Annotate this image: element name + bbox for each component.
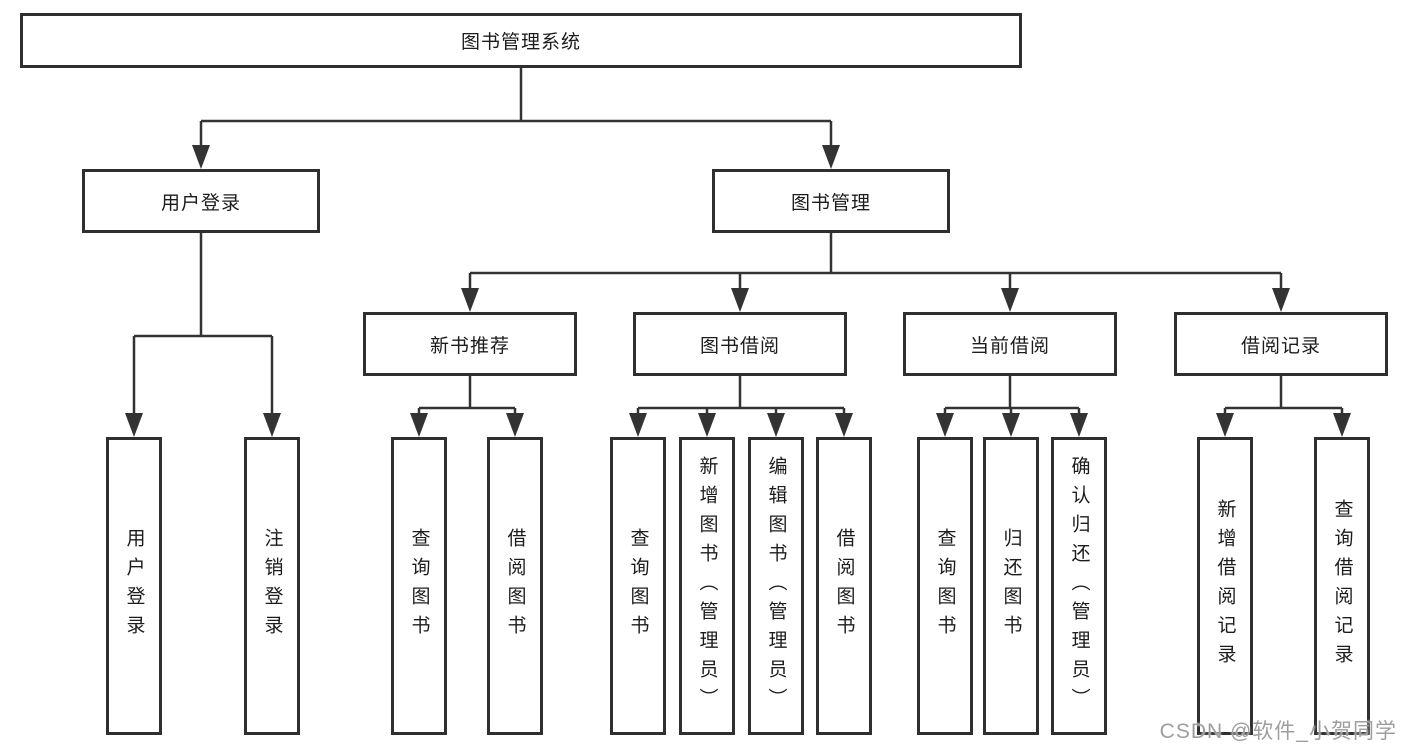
leaf-query-books-current-label: 查询图书	[934, 528, 956, 644]
leaf-add-book-admin: 新增图书（管理员）	[679, 437, 735, 735]
leaf-edit-book-admin: 编辑图书（管理员）	[748, 437, 804, 735]
node-current-borrowing: 当前借阅	[903, 312, 1117, 376]
node-library-system: 图书管理系统	[20, 13, 1022, 68]
leaf-query-books-borrowing: 查询图书	[610, 437, 666, 735]
leaf-borrow-books-recommend: 借阅图书	[487, 437, 543, 735]
leaf-add-book-admin-label: 新增图书（管理员）	[696, 455, 718, 717]
leaf-query-borrow-record: 查询借阅记录	[1314, 437, 1370, 735]
leaf-user-login-label: 用户登录	[123, 528, 145, 644]
node-book-borrowing: 图书借阅	[633, 312, 847, 376]
node-book-management: 图书管理	[712, 169, 950, 233]
leaf-borrow-books-label: 借阅图书	[833, 528, 855, 644]
csdn-watermark: CSDN @软件_小贺同学	[1159, 720, 1397, 743]
node-user-login: 用户登录	[82, 169, 320, 233]
node-borrow-records-label: 借阅记录	[1240, 335, 1321, 357]
leaf-user-login: 用户登录	[106, 437, 162, 735]
node-borrow-records: 借阅记录	[1174, 312, 1388, 376]
leaf-confirm-return-admin-label: 确认归还（管理员）	[1068, 455, 1090, 717]
leaf-confirm-return-admin: 确认归还（管理员）	[1051, 437, 1107, 735]
node-new-book-recommend-label: 新书推荐	[429, 335, 510, 357]
node-book-borrowing-label: 图书借阅	[699, 335, 780, 357]
node-library-system-label: 图书管理系统	[460, 32, 581, 53]
leaf-logout: 注销登录	[244, 437, 300, 735]
leaf-logout-label: 注销登录	[261, 528, 283, 644]
leaf-query-books-borrowing-label: 查询图书	[627, 528, 649, 644]
leaf-edit-book-admin-label: 编辑图书（管理员）	[765, 455, 787, 717]
leaf-query-books-current: 查询图书	[917, 437, 973, 735]
node-book-management-label: 图书管理	[790, 192, 871, 214]
node-new-book-recommend: 新书推荐	[363, 312, 577, 376]
leaf-query-books-recommend-label: 查询图书	[408, 528, 430, 644]
node-current-borrowing-label: 当前借阅	[969, 335, 1050, 357]
leaf-query-borrow-record-label: 查询借阅记录	[1331, 499, 1353, 673]
node-user-login-label: 用户登录	[160, 192, 241, 214]
leaf-add-borrow-record-label: 新增借阅记录	[1214, 499, 1236, 673]
leaf-return-book: 归还图书	[983, 437, 1039, 735]
leaf-query-books-recommend: 查询图书	[391, 437, 447, 735]
leaf-return-book-label: 归还图书	[1000, 528, 1022, 644]
leaf-add-borrow-record: 新增借阅记录	[1197, 437, 1253, 735]
leaf-borrow-books: 借阅图书	[816, 437, 872, 735]
leaf-borrow-books-recommend-label: 借阅图书	[504, 528, 526, 644]
